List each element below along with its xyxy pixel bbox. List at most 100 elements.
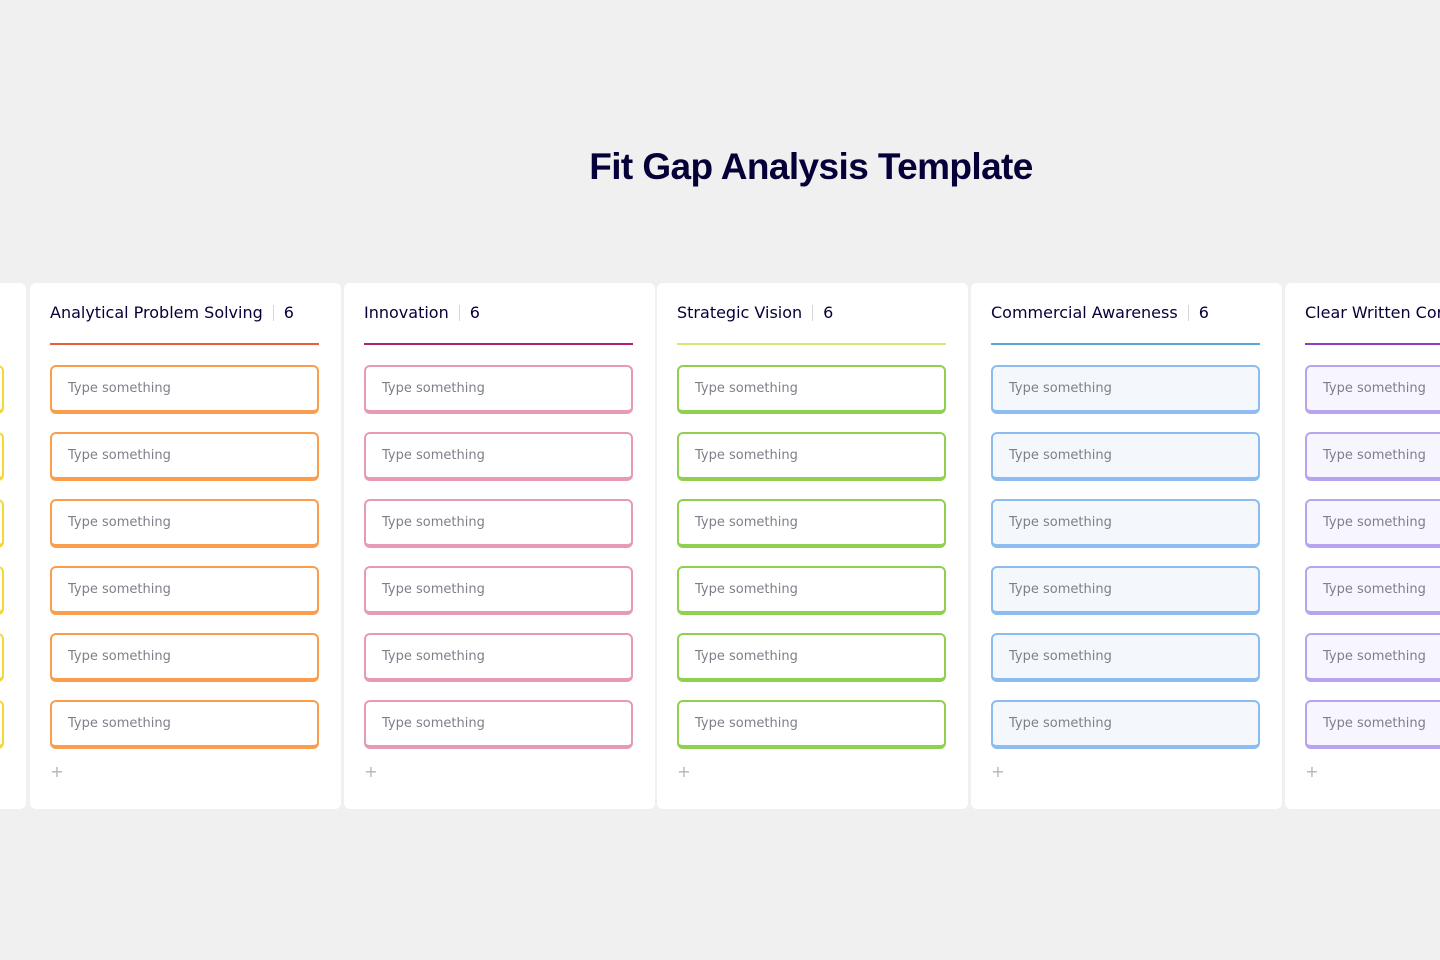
card[interactable]: Type something xyxy=(677,633,946,682)
card[interactable]: Type something xyxy=(364,365,633,414)
column-innovation: Innovation 6 Type something Type somethi… xyxy=(344,283,655,809)
card[interactable]: Type something xyxy=(1305,499,1440,548)
card-placeholder: Type something xyxy=(695,381,798,396)
column-header[interactable]: Analytical Problem Solving 6 xyxy=(50,303,319,344)
card-0-4[interactable] xyxy=(0,566,4,615)
card-placeholder: Type something xyxy=(1009,515,1112,530)
card-0-6[interactable] xyxy=(0,700,4,749)
card[interactable]: Type something xyxy=(991,499,1260,548)
column-name: Analytical Problem Solving xyxy=(50,303,263,322)
card[interactable]: Type something xyxy=(50,700,319,749)
card[interactable]: Type something xyxy=(364,633,633,682)
card-placeholder: Type something xyxy=(68,716,171,731)
card[interactable]: Type something xyxy=(364,566,633,615)
card-placeholder: Type something xyxy=(382,716,485,731)
board-title: Fit Gap Analysis Template xyxy=(589,146,1033,187)
column-clear-written: Clear Written Cor Type something Type so… xyxy=(1285,283,1440,809)
card[interactable]: Type something xyxy=(50,566,319,615)
card-0-3[interactable] xyxy=(0,499,4,548)
card[interactable]: Type something xyxy=(50,633,319,682)
card-placeholder: Type something xyxy=(382,649,485,664)
card[interactable]: Type something xyxy=(991,566,1260,615)
card[interactable]: Type something xyxy=(991,432,1260,481)
card[interactable]: Type something xyxy=(50,499,319,548)
card-placeholder: Type something xyxy=(68,582,171,597)
card[interactable]: Type something xyxy=(50,365,319,414)
column-header-line xyxy=(364,343,633,345)
card[interactable]: Type something xyxy=(1305,700,1440,749)
card-placeholder: Type something xyxy=(1323,515,1426,530)
card-placeholder: Type something xyxy=(68,381,171,396)
card-placeholder: Type something xyxy=(1323,448,1426,463)
card-placeholder: Type something xyxy=(68,448,171,463)
card-placeholder: Type something xyxy=(1009,381,1112,396)
card-0-5[interactable] xyxy=(0,633,4,682)
card[interactable]: Type something xyxy=(364,432,633,481)
card-placeholder: Type something xyxy=(695,582,798,597)
card-placeholder: Type something xyxy=(1009,716,1112,731)
add-card-button[interactable]: + xyxy=(1305,762,1319,781)
card-placeholder: Type something xyxy=(68,649,171,664)
card-0-1[interactable] xyxy=(0,365,4,414)
card-placeholder: Type something xyxy=(695,515,798,530)
card[interactable]: Type something xyxy=(50,432,319,481)
card[interactable]: Type something xyxy=(677,700,946,749)
column-header-line xyxy=(677,343,946,345)
card-placeholder: Type something xyxy=(382,381,485,396)
card-placeholder: Type something xyxy=(1009,448,1112,463)
card[interactable]: Type something xyxy=(1305,365,1440,414)
column-strategic-vision: Strategic Vision 6 Type something Type s… xyxy=(657,283,968,809)
card-placeholder: Type something xyxy=(1323,582,1426,597)
card-placeholder: Type something xyxy=(695,716,798,731)
card[interactable]: Type something xyxy=(677,566,946,615)
card-placeholder: Type something xyxy=(68,515,171,530)
column-header[interactable]: Commercial Awareness 6 xyxy=(991,303,1260,344)
column-count: 6 xyxy=(1198,303,1209,322)
column-header[interactable]: Innovation 6 xyxy=(364,303,633,344)
card[interactable]: Type something xyxy=(364,700,633,749)
card[interactable]: Type something xyxy=(991,700,1260,749)
column-header-line xyxy=(1305,343,1440,345)
column-commercial-awareness: Commercial Awareness 6 Type something Ty… xyxy=(971,283,1282,809)
card[interactable]: Type something xyxy=(677,432,946,481)
column-name: Innovation xyxy=(364,303,449,322)
card[interactable]: Type something xyxy=(1305,432,1440,481)
card-placeholder: Type something xyxy=(1009,582,1112,597)
column-count: 6 xyxy=(283,303,294,322)
card[interactable]: Type something xyxy=(1305,633,1440,682)
add-card-button[interactable]: + xyxy=(991,762,1005,781)
column-name: Clear Written Cor xyxy=(1305,303,1440,322)
card-placeholder: Type something xyxy=(382,582,485,597)
column-header[interactable]: Clear Written Cor xyxy=(1305,303,1440,344)
card[interactable]: Type something xyxy=(364,499,633,548)
card-placeholder: Type something xyxy=(382,515,485,530)
column-name: Commercial Awareness xyxy=(991,303,1178,322)
card-placeholder: Type something xyxy=(1323,381,1426,396)
header-divider xyxy=(812,305,814,321)
card-placeholder: Type something xyxy=(1009,649,1112,664)
card-placeholder: Type something xyxy=(695,448,798,463)
card[interactable]: Type something xyxy=(1305,566,1440,615)
card[interactable]: Type something xyxy=(991,365,1260,414)
header-divider xyxy=(1187,305,1189,321)
column-header-line xyxy=(991,343,1260,345)
header-divider xyxy=(272,305,274,321)
card[interactable]: Type something xyxy=(991,633,1260,682)
column-partial-left xyxy=(0,283,26,809)
add-card-button[interactable]: + xyxy=(50,762,64,781)
column-header[interactable]: Strategic Vision 6 xyxy=(677,303,946,344)
card-placeholder: Type something xyxy=(1323,649,1426,664)
card-placeholder: Type something xyxy=(382,448,485,463)
header-divider xyxy=(458,305,460,321)
card-0-2[interactable] xyxy=(0,432,4,481)
column-name: Strategic Vision xyxy=(677,303,803,322)
card-placeholder: Type something xyxy=(695,649,798,664)
column-count: 6 xyxy=(469,303,480,322)
column-count: 6 xyxy=(823,303,834,322)
column-header-line xyxy=(50,343,319,345)
add-card-button[interactable]: + xyxy=(364,762,378,781)
card[interactable]: Type something xyxy=(677,499,946,548)
card[interactable]: Type something xyxy=(677,365,946,414)
add-card-button[interactable]: + xyxy=(677,762,691,781)
